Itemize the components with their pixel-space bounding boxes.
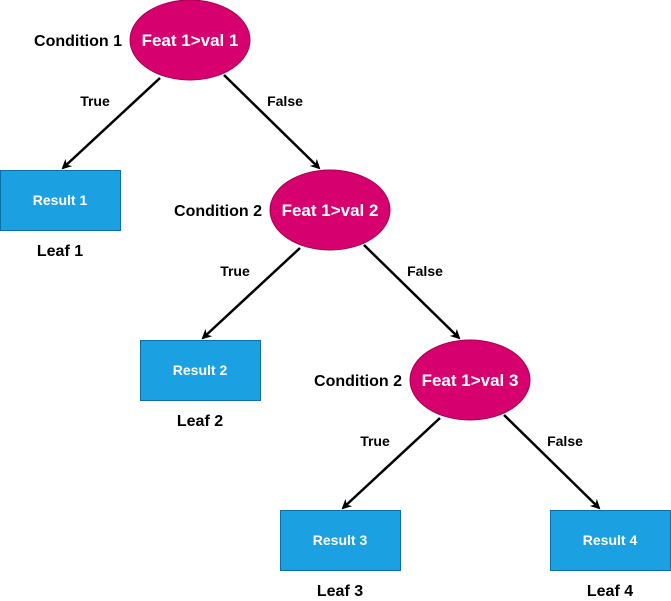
leaf-node-2-result: Result 2	[173, 362, 228, 378]
leaf-node-2: Result 2	[140, 340, 261, 401]
leaf-node-4: Result 4	[550, 510, 671, 571]
edge-1-true	[61, 77, 161, 170]
leaf-node-3: Result 3	[280, 510, 401, 571]
edge-2-true	[201, 247, 301, 340]
decision-node-3-text: Feat 1>val 3	[422, 371, 519, 390]
edge-label-3-true: True	[360, 433, 390, 449]
edge-label-3-false: False	[547, 433, 583, 449]
edge-label-1-true: True	[80, 93, 110, 109]
leaf-node-4-result: Result 4	[583, 532, 638, 548]
condition-label-2: Condition 2	[174, 203, 262, 220]
decision-node-1: Feat 1>val 1	[129, 0, 251, 81]
decision-node-1-text: Feat 1>val 1	[142, 31, 239, 50]
edge-3-true	[341, 417, 441, 510]
leaf-node-3-result: Result 3	[313, 532, 368, 548]
edge-label-2-false: False	[407, 263, 443, 279]
decision-node-3: Feat 1>val 3	[409, 339, 531, 421]
decision-node-2-text: Feat 1>val 2	[282, 201, 379, 220]
edge-3-false	[503, 414, 601, 510]
edge-1-false	[223, 74, 321, 170]
leaf-label-3: Leaf 3	[317, 583, 363, 600]
leaf-node-1: Result 1	[0, 170, 121, 231]
leaf-label-4: Leaf 4	[587, 583, 633, 600]
condition-label-1: Condition 1	[34, 33, 122, 50]
edge-2-false	[363, 244, 461, 340]
edge-label-1-false: False	[267, 93, 303, 109]
leaf-label-2: Leaf 2	[177, 413, 223, 430]
leaf-label-1: Leaf 1	[37, 243, 83, 260]
edges	[61, 74, 601, 510]
condition-label-3: Condition 2	[314, 373, 402, 390]
edge-label-2-true: True	[220, 263, 250, 279]
leaf-node-1-result: Result 1	[33, 192, 88, 208]
decision-node-2: Feat 1>val 2	[269, 169, 391, 251]
